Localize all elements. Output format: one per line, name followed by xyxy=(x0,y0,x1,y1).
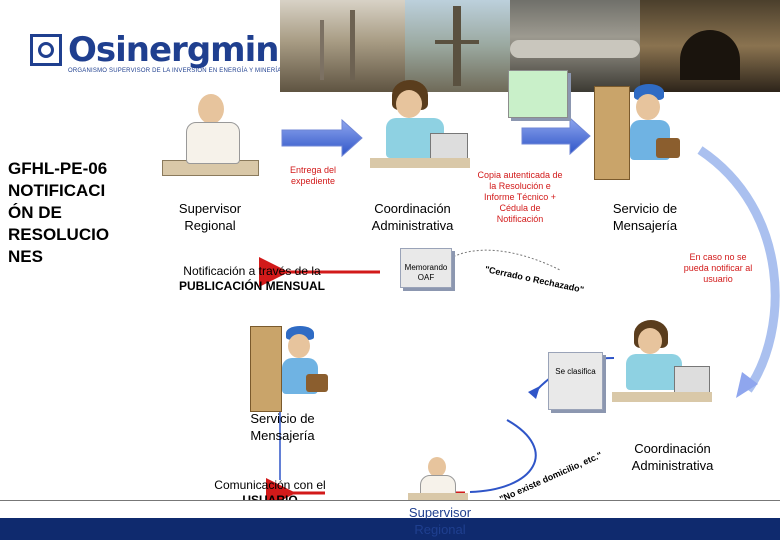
header-photo-pipeline xyxy=(510,0,640,92)
osinergmin-logo: Osinergmin ORGANISMO SUPERVISOR DE LA IN… xyxy=(30,30,282,90)
header-photo-drilling-tower xyxy=(405,0,510,92)
title-line: ÓN DE xyxy=(8,203,62,222)
header-photo-refinery xyxy=(280,0,405,92)
title-line: RESOLUCIO xyxy=(8,225,110,244)
supervisor-regional-figure-bottom xyxy=(408,455,468,503)
footer-divider xyxy=(0,500,780,519)
head-icon xyxy=(638,328,662,354)
supervisor-regional-figure-top xyxy=(162,86,259,198)
label-memorando-oaf: Memorando OAF xyxy=(400,248,452,288)
desk-icon xyxy=(612,392,712,402)
label-se-clasifica: Se clasifica xyxy=(548,352,603,410)
head-icon xyxy=(198,94,224,124)
bag-icon xyxy=(306,374,328,392)
door-icon xyxy=(250,326,282,412)
logo-tagline: ORGANISMO SUPERVISOR DE LA INVERSIÓN EN … xyxy=(68,68,282,74)
label-notificacion-text: Notificación a través de la PUBLICACIÓN … xyxy=(179,264,325,293)
head-icon xyxy=(636,94,660,120)
footer-bar xyxy=(0,518,780,540)
head-icon xyxy=(396,90,422,118)
head-icon xyxy=(288,334,310,358)
door-icon xyxy=(594,86,630,180)
label-copia-autenticada: Copia autenticada de la Resolución e Inf… xyxy=(477,170,563,224)
document-note-icon xyxy=(508,70,568,118)
node-coordinacion-administrativa: Coordinación Administrativa xyxy=(371,201,454,233)
arrow-en-caso xyxy=(697,146,780,393)
coordinacion-figure-top xyxy=(370,78,470,190)
head-icon xyxy=(428,457,446,477)
arrow-no-existe xyxy=(469,419,537,493)
blouse-icon xyxy=(626,354,682,390)
desk-icon xyxy=(370,158,470,168)
label-en-caso: En caso no se pueda notificar al usuario xyxy=(683,252,753,284)
servicio-figure-bottom xyxy=(248,322,333,417)
title-line: NOTIFICACI xyxy=(8,181,106,200)
page-title: GFHL-PE-06 NOTIFICACI ÓN DE RESOLUCIO NE… xyxy=(8,158,133,268)
node-coordinacion-administrativa-bottom: Coordinación Administrativa xyxy=(631,441,714,473)
node-servicio-mensajeria: Servicio de Mensajería xyxy=(612,201,678,233)
logo-mark-icon xyxy=(30,34,62,66)
node-servicio-mensajeria-bottom: Servicio de Mensajería xyxy=(250,411,315,443)
node-supervisor-regional: Supervisor Regional xyxy=(178,201,242,233)
servicio-figure-top xyxy=(590,82,685,197)
shirt-icon xyxy=(186,122,240,164)
desk-icon xyxy=(408,493,468,501)
logo-wordmark: Osinergmin xyxy=(68,30,279,70)
title-line: GFHL-PE-06 xyxy=(8,159,108,178)
label-entrega-expediente: Entrega del expediente xyxy=(289,165,337,186)
arrow-copia xyxy=(521,116,591,156)
bag-icon xyxy=(656,138,680,158)
label-notificacion-publicacion: Notificación a través de la PUBLICACIÓN … xyxy=(172,264,332,294)
arrow-entrega xyxy=(281,118,363,158)
header-photo-mine-tunnel xyxy=(640,0,780,92)
coordinacion-figure-bottom xyxy=(612,318,712,418)
node-supervisor-regional-bottom: Supervisor Regional xyxy=(408,505,472,537)
title-line: NES xyxy=(8,247,43,266)
